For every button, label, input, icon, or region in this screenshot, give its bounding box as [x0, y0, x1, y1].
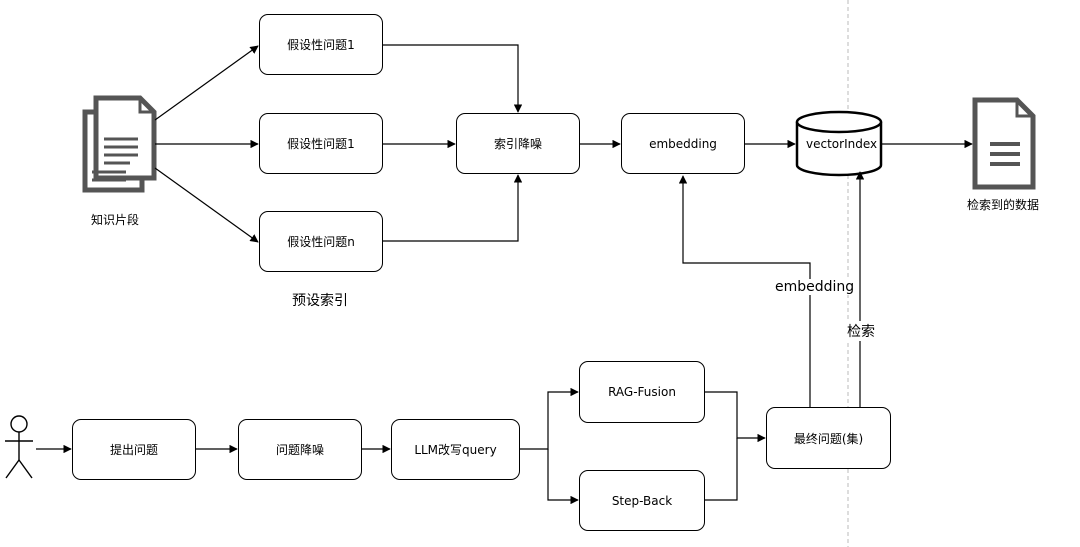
preset-index-label: 预设索引	[292, 293, 348, 309]
hypothetical-question-1-box: 假设性问题1	[259, 14, 383, 75]
retrieved-data-label: 检索到的数据	[967, 198, 1040, 212]
rag-fusion-box: RAG-Fusion	[579, 361, 705, 423]
knowledge-chunk-label: 知识片段	[91, 213, 140, 227]
user-figure-icon	[5, 415, 33, 479]
result-document-icon	[972, 97, 1036, 190]
edge-label-retrieve: 检索	[845, 321, 877, 341]
edge-stepback-final	[705, 438, 738, 501]
edge-doc-hq1	[154, 45, 259, 121]
embedding-box: embedding	[621, 113, 745, 174]
edge-final-embedding	[678, 175, 811, 407]
index-denoise-box: 索引降噪	[456, 113, 580, 174]
edge-ragfusion-final	[705, 391, 766, 443]
hypothetical-question-n-box: 假设性问题n	[259, 211, 383, 272]
edge-hq1-denoise	[383, 44, 523, 113]
ask-question-box: 提出问题	[72, 419, 196, 480]
step-back-box: Step-Back	[579, 470, 705, 531]
edge-label-embedding: embedding	[773, 279, 857, 295]
vector-index-cylinder	[795, 110, 883, 177]
edge-doc-hq3	[154, 167, 259, 243]
vector-index-label: vectorIndex	[806, 137, 878, 151]
llm-rewrite-query-box: LLM改写query	[391, 419, 520, 480]
edge-llm-stepback	[547, 449, 579, 505]
edge-llm-ragfusion	[520, 387, 579, 450]
final-question-set-box: 最终问题(集)	[766, 407, 891, 469]
document-stack-icon	[82, 95, 157, 193]
edge-hq3-denoise	[383, 174, 523, 242]
question-denoise-box: 问题降噪	[238, 419, 362, 480]
hypothetical-question-2-box: 假设性问题1	[259, 113, 383, 174]
